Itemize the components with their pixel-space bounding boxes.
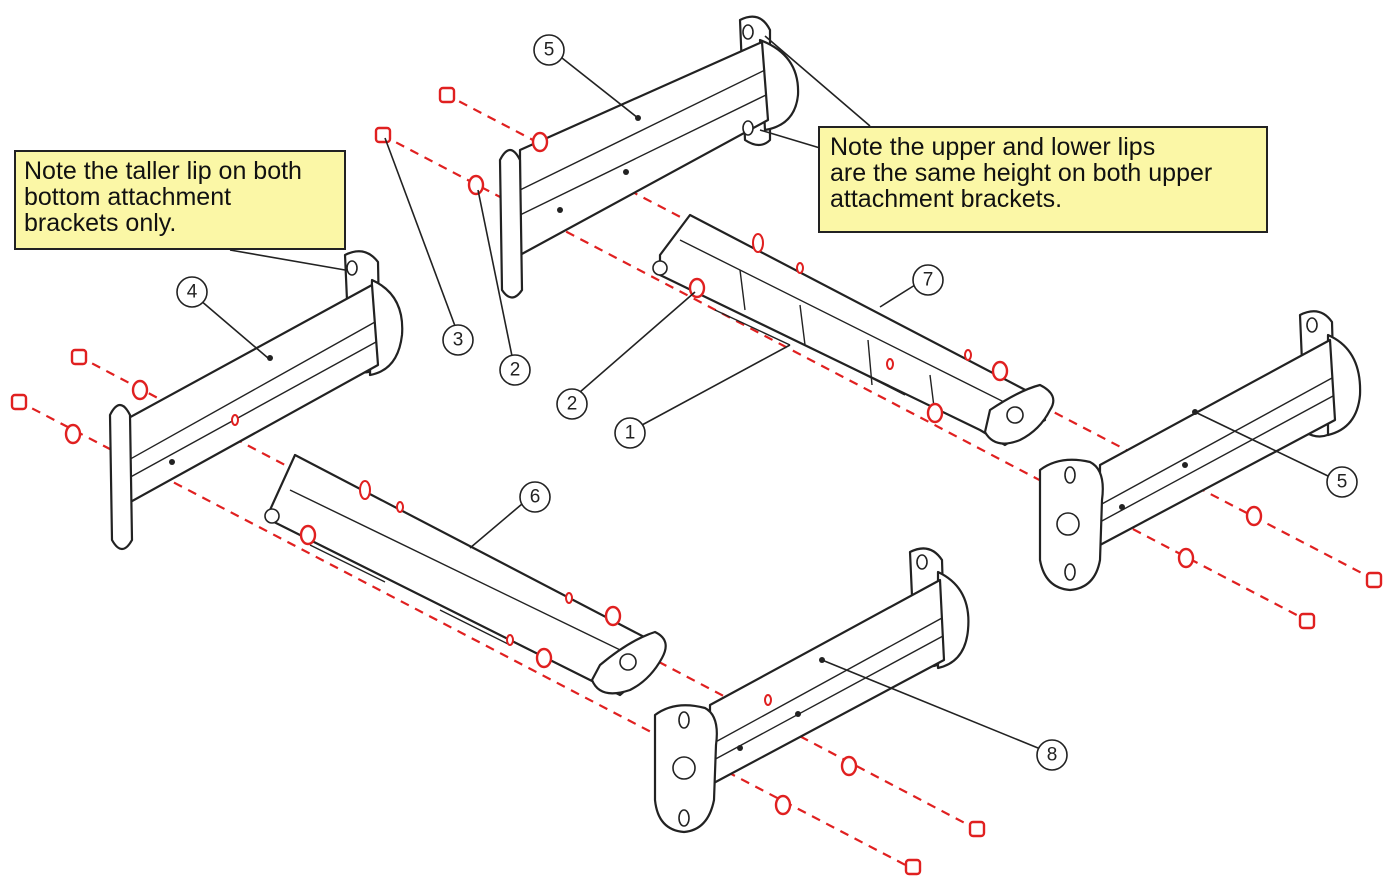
nut bbox=[1365, 571, 1383, 589]
lower-attachment-bracket-8 bbox=[653, 547, 970, 834]
callout-6: 6 bbox=[469, 481, 551, 549]
callout-7: 7 bbox=[879, 264, 944, 308]
svg-text:7: 7 bbox=[923, 270, 934, 291]
washer bbox=[531, 131, 549, 153]
fastener-hardware bbox=[10, 86, 1383, 876]
svg-text:4: 4 bbox=[187, 282, 198, 303]
washer bbox=[1245, 505, 1263, 527]
washer bbox=[299, 524, 317, 546]
note-line: bottom attachment bbox=[24, 183, 232, 211]
crossmember-7 bbox=[652, 213, 1055, 447]
bolt-hole bbox=[764, 694, 772, 706]
nut bbox=[10, 393, 28, 411]
svg-text:2: 2 bbox=[510, 360, 521, 381]
callout-5-right: 5 bbox=[1194, 411, 1358, 498]
bolt-hole bbox=[796, 262, 804, 274]
lower-attachment-bracket-4 bbox=[108, 250, 404, 551]
svg-text:2: 2 bbox=[567, 394, 578, 415]
washer bbox=[840, 755, 858, 777]
svg-text:6: 6 bbox=[530, 487, 541, 508]
note-line: attachment brackets. bbox=[830, 185, 1063, 213]
svg-text:3: 3 bbox=[453, 330, 464, 351]
note-line: brackets only. bbox=[24, 209, 177, 237]
bolt-hole bbox=[565, 592, 573, 604]
upper-attachment-bracket-5-top bbox=[498, 15, 800, 299]
note-leader bbox=[759, 129, 821, 149]
bolt-hole bbox=[886, 358, 894, 370]
note-leader-lines bbox=[229, 35, 871, 271]
bolt-hole bbox=[359, 480, 371, 500]
nut bbox=[70, 348, 88, 366]
bolt-hole bbox=[506, 634, 514, 646]
bolt-hole bbox=[752, 233, 764, 253]
svg-text:5: 5 bbox=[1337, 472, 1348, 493]
note-leader bbox=[764, 35, 871, 127]
note-line: are the same height on both upper bbox=[830, 159, 1213, 187]
crossmember-6 bbox=[264, 453, 667, 697]
svg-text:1: 1 bbox=[625, 423, 636, 444]
washer bbox=[604, 605, 622, 627]
nut bbox=[374, 126, 392, 144]
callout-8: 8 bbox=[821, 659, 1068, 771]
note-upper-brackets: Note the upper and lower lips are the sa… bbox=[818, 126, 1268, 233]
callout-5-top: 5 bbox=[533, 34, 639, 119]
washer bbox=[926, 402, 944, 424]
nut bbox=[1298, 612, 1316, 630]
washer bbox=[991, 360, 1009, 382]
upper-attachment-bracket-5-right bbox=[1038, 310, 1362, 592]
note-leader bbox=[229, 249, 346, 271]
callout-4: 4 bbox=[176, 276, 269, 359]
callout-2-upper: 2 bbox=[477, 189, 531, 386]
washer bbox=[467, 174, 485, 196]
washer bbox=[131, 379, 149, 401]
callout-2-lower: 2 bbox=[556, 291, 696, 420]
washer bbox=[64, 423, 82, 445]
note-line: Note the upper and lower lips bbox=[830, 133, 1156, 161]
washer bbox=[1177, 547, 1195, 569]
svg-text:8: 8 bbox=[1047, 745, 1058, 766]
note-line: Note the taller lip on both bbox=[24, 157, 302, 185]
svg-text:5: 5 bbox=[544, 40, 555, 61]
callout-1: 1 bbox=[614, 344, 791, 449]
bolt-hole bbox=[964, 349, 972, 361]
note-bottom-brackets: Note the taller lip on both bottom attac… bbox=[14, 150, 346, 250]
washer bbox=[774, 794, 792, 816]
callout-3: 3 bbox=[384, 137, 474, 356]
washer bbox=[535, 647, 553, 669]
nut bbox=[968, 820, 986, 838]
bolt-hole bbox=[396, 501, 404, 513]
nut bbox=[904, 858, 922, 876]
bolt-hole bbox=[231, 414, 239, 426]
nut bbox=[438, 86, 456, 104]
